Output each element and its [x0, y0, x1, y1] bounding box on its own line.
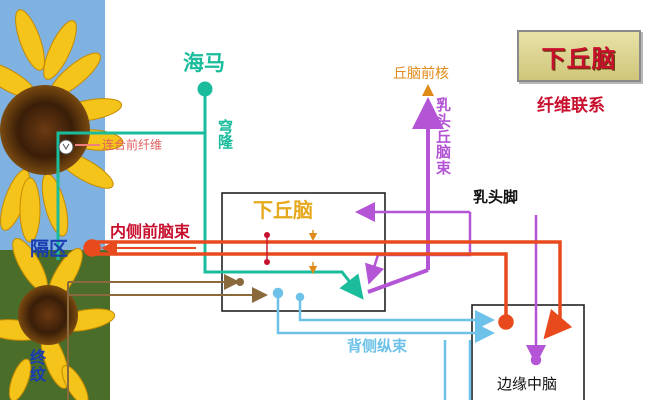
- label-stria-terminalis: 终纹: [30, 348, 47, 384]
- label-mfb: 内侧前脑束: [110, 222, 191, 241]
- label-septal-area: 隔区: [30, 238, 69, 260]
- label-hippocampus: 海马: [183, 51, 225, 75]
- internal-small-arrows: [264, 230, 318, 275]
- label-anterior-commissure: 连合前纤维: [102, 138, 163, 152]
- title-badge: 下丘脑: [517, 30, 641, 82]
- page-title: 下丘脑: [541, 43, 617, 73]
- label-limbic-midbrain: 边缘中脑: [497, 375, 558, 393]
- commissure-marker: [58, 139, 100, 155]
- label-dorsal-longitudinal: 背侧纵束: [347, 337, 408, 355]
- mfb-pathway: [83, 239, 573, 340]
- label-anterior-thalamic-nucleus: 丘脑前核: [393, 66, 449, 82]
- label-fornix: 穹隆: [218, 118, 234, 151]
- fornix-pathway: [56, 81, 364, 300]
- subtitle: 纤维联系: [537, 96, 605, 116]
- label-hypothalamus: 下丘脑: [253, 198, 313, 222]
- stria-pathway: [67, 274, 268, 400]
- sunflower-image: [0, 0, 124, 400]
- dorsal-longitudinal-pathway: [272, 287, 495, 400]
- label-mammillary-peduncle: 乳头脚: [473, 188, 519, 206]
- label-mammillothalamic: 乳头丘脑束: [436, 96, 452, 177]
